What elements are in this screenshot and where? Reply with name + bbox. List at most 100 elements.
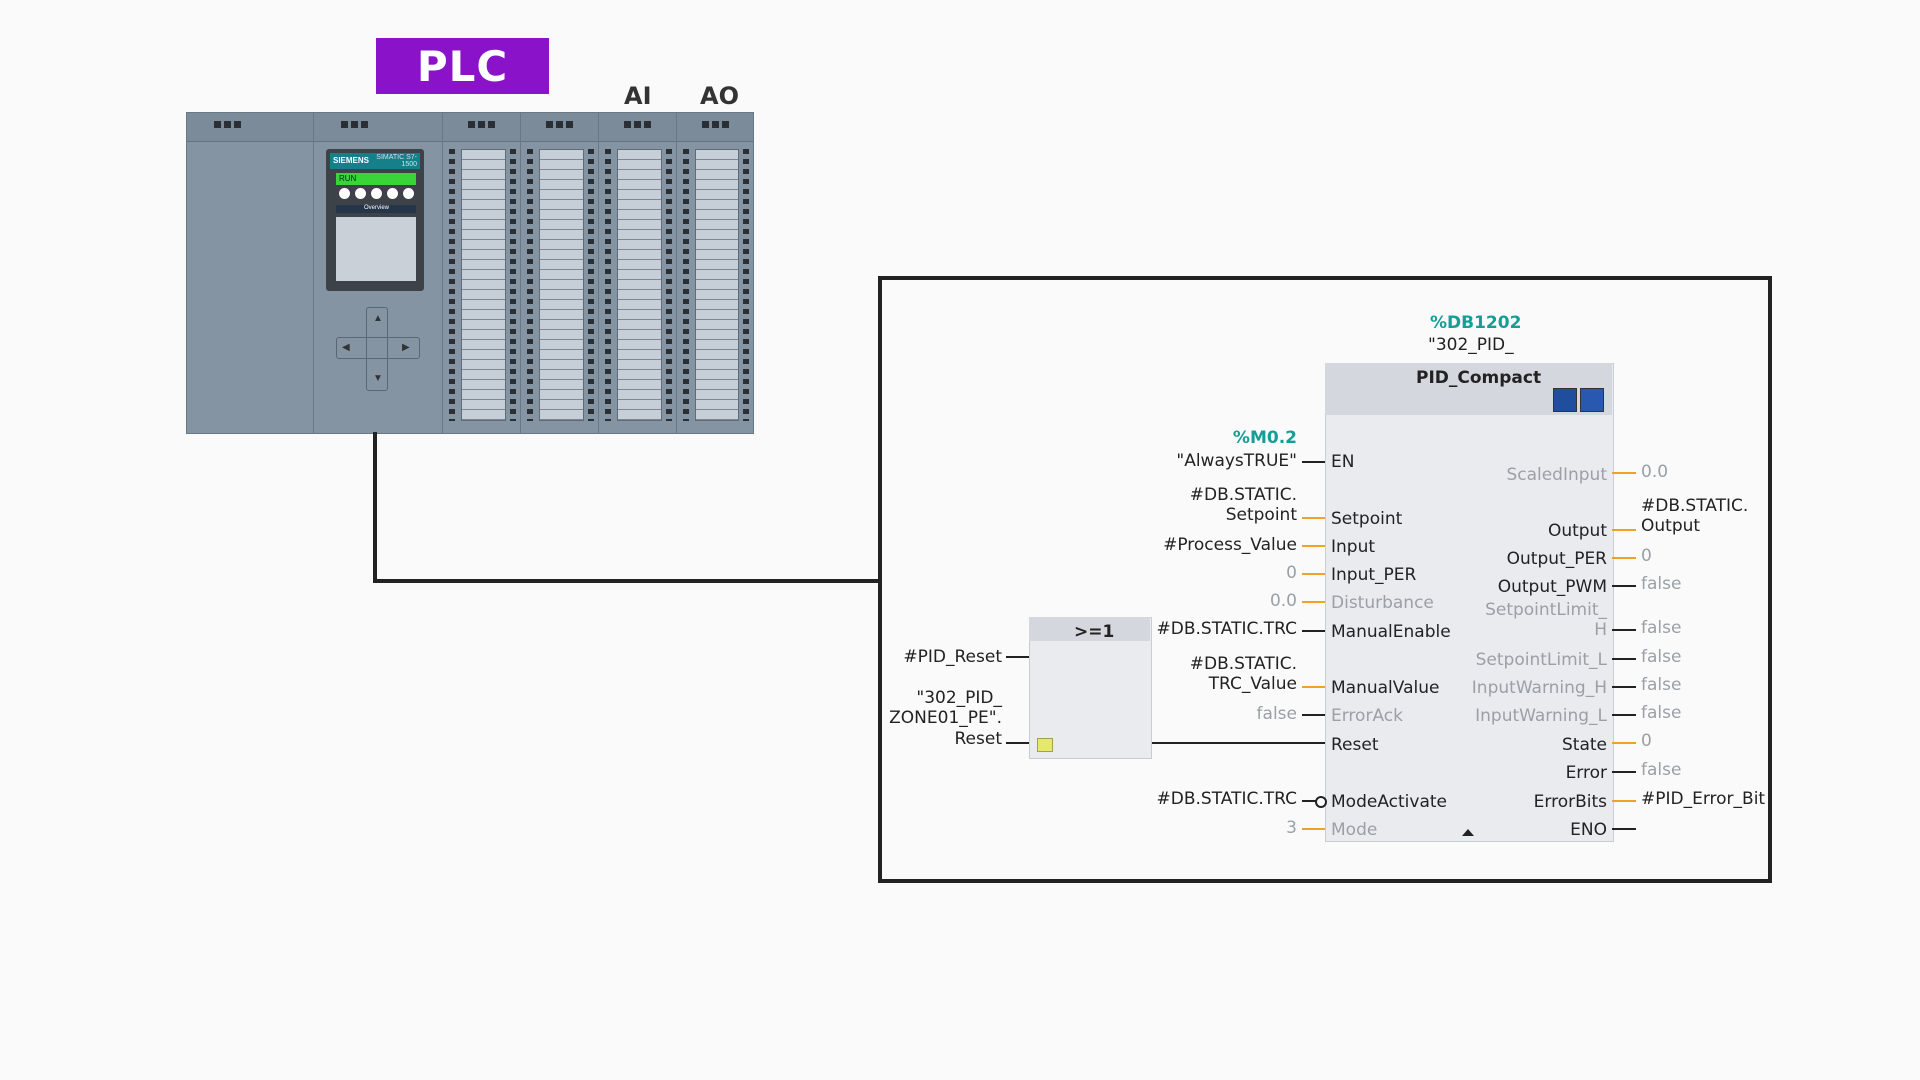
or-gate-header xyxy=(1029,617,1150,641)
operand-error[interactable]: false xyxy=(1641,760,1682,780)
wire-error-bits xyxy=(1612,800,1636,802)
wire-or-in2 xyxy=(1006,742,1029,744)
pin-reset: Reset xyxy=(1331,735,1379,755)
pin-scaled-input: ScaledInput xyxy=(1506,465,1607,485)
operand-setpoint-limit-l[interactable]: false xyxy=(1641,647,1682,667)
operand-disturbance[interactable]: 0.0 xyxy=(1269,591,1297,611)
commissioning-icon[interactable] xyxy=(1553,388,1577,412)
wire-error xyxy=(1612,771,1636,773)
ao-module-label: AO xyxy=(700,82,739,110)
wire-en xyxy=(1302,461,1325,463)
pin-eno: ENO xyxy=(1570,820,1607,840)
cpu-screen xyxy=(336,217,416,281)
operand-output-line2[interactable]: Output xyxy=(1641,516,1701,536)
pin-input-warning-h: InputWarning_H xyxy=(1471,678,1607,698)
pin-setpoint-limit-h-line1: SetpointLimit_ xyxy=(1485,600,1607,620)
wire-input xyxy=(1302,545,1325,547)
siemens-logo: SIEMENS xyxy=(333,156,370,165)
operand-manual-value-line1[interactable]: #DB.STATIC. xyxy=(1189,654,1297,674)
wire-output-pwm xyxy=(1612,585,1636,587)
wire-scaled-input xyxy=(1612,472,1636,474)
cpu-model-label: SIMATIC S7-1500 xyxy=(376,154,417,168)
plc-label: PLC xyxy=(376,38,549,94)
operand-input-warning-l[interactable]: false xyxy=(1641,703,1682,723)
operand-zone-reset-line1[interactable]: "302_PID_ xyxy=(916,688,1002,708)
wire-or-to-reset xyxy=(1150,742,1325,744)
wire-setpoint-limit-l xyxy=(1612,658,1636,660)
pin-error-ack: ErrorAck xyxy=(1331,706,1403,726)
wire-mode-activate xyxy=(1302,800,1316,802)
wire-input-per xyxy=(1302,573,1325,575)
or-gate-title: >=1 xyxy=(1074,622,1115,642)
pin-manual-enable: ManualEnable xyxy=(1331,622,1451,642)
cpu-module: SIEMENS SIMATIC S7-1500 RUN Overview ▲ xyxy=(313,112,443,434)
cpu-dpad: ▲ ▼ ◀ ▶ xyxy=(336,307,420,391)
operand-output-per[interactable]: 0 xyxy=(1641,546,1652,566)
wire-setpoint xyxy=(1302,517,1325,519)
operand-mode-activate[interactable]: #DB.STATIC.TRC xyxy=(1156,789,1297,809)
pid-block-title: PID_Compact xyxy=(1416,368,1542,388)
pin-error-bits: ErrorBits xyxy=(1533,792,1607,812)
arrow-down-icon: ▼ xyxy=(373,373,383,384)
wire-eno xyxy=(1612,828,1636,830)
arrow-right-icon: ▶ xyxy=(402,342,410,353)
operand-pid-reset[interactable]: #PID_Reset xyxy=(903,647,1002,667)
plc-rack: SIEMENS SIMATIC S7-1500 RUN Overview ▲ xyxy=(186,112,754,434)
pin-mode: Mode xyxy=(1331,820,1378,840)
pin-disturbance: Disturbance xyxy=(1331,593,1434,613)
operand-mode[interactable]: 3 xyxy=(1286,818,1297,838)
cpu-menu-label: Overview xyxy=(364,205,390,211)
cpu-display: SIEMENS SIMATIC S7-1500 RUN Overview xyxy=(326,149,424,291)
plc-connector-vertical xyxy=(373,432,377,583)
operand-manual-value-line2[interactable]: TRC_Value xyxy=(1208,674,1297,694)
or-gate-expand-icon[interactable] xyxy=(1037,738,1053,752)
wire-state xyxy=(1612,742,1636,744)
operand-setpoint-limit-h[interactable]: false xyxy=(1641,618,1682,638)
pin-setpoint: Setpoint xyxy=(1331,509,1403,529)
pid-compact-block[interactable] xyxy=(1325,363,1614,842)
operand-input[interactable]: #Process_Value xyxy=(1163,535,1297,555)
wire-or-in1 xyxy=(1006,656,1029,658)
arrow-up-icon: ▲ xyxy=(373,313,383,324)
wire-disturbance xyxy=(1302,601,1325,603)
pin-manual-value: ManualValue xyxy=(1331,678,1440,698)
operand-manual-enable[interactable]: #DB.STATIC.TRC xyxy=(1156,619,1297,639)
expand-arrow-icon[interactable] xyxy=(1462,829,1474,836)
operand-error-bits[interactable]: #PID_Error_Bit xyxy=(1641,789,1766,809)
io-module-1 xyxy=(442,112,521,434)
configuration-icon[interactable] xyxy=(1580,388,1604,412)
wire-input-warning-h xyxy=(1612,686,1636,688)
operand-input-per[interactable]: 0 xyxy=(1286,563,1297,583)
operand-state[interactable]: 0 xyxy=(1641,731,1652,751)
operand-en-address: %M0.2 xyxy=(1232,428,1297,448)
pid-db-address: %DB1202 xyxy=(1430,313,1522,333)
operand-error-ack[interactable]: false xyxy=(1256,704,1297,724)
operand-zone-reset-line3[interactable]: Reset xyxy=(954,729,1003,749)
pin-state: State xyxy=(1562,735,1607,755)
operand-setpoint-line2[interactable]: Setpoint xyxy=(1225,505,1297,525)
pin-en: EN xyxy=(1331,452,1355,472)
wire-output xyxy=(1612,529,1636,531)
operand-setpoint-line1[interactable]: #DB.STATIC. xyxy=(1189,485,1297,505)
wire-mode xyxy=(1302,828,1325,830)
pin-input-per: Input_PER xyxy=(1331,565,1417,585)
wire-manual-value xyxy=(1302,686,1325,688)
operand-zone-reset-line2[interactable]: ZONE01_PE". xyxy=(889,708,1002,728)
ao-module xyxy=(676,112,754,434)
pin-mode-activate: ModeActivate xyxy=(1331,792,1447,812)
operand-scaled-input[interactable]: 0.0 xyxy=(1641,462,1669,482)
cpu-icon-row xyxy=(336,188,416,202)
ai-module-label: AI xyxy=(624,82,652,110)
run-status: RUN xyxy=(336,173,416,185)
operand-input-warning-h[interactable]: false xyxy=(1641,675,1682,695)
operand-output-line1[interactable]: #DB.STATIC. xyxy=(1641,496,1749,516)
pin-output-pwm: Output_PWM xyxy=(1497,577,1607,597)
pin-output-per: Output_PER xyxy=(1506,549,1607,569)
pid-db-name: "302_PID_ xyxy=(1428,335,1514,355)
ai-module xyxy=(598,112,677,434)
operand-en-name[interactable]: "AlwaysTRUE" xyxy=(1176,451,1297,471)
pin-input: Input xyxy=(1331,537,1376,557)
wire-manual-enable xyxy=(1302,630,1325,632)
operand-output-pwm[interactable]: false xyxy=(1641,574,1682,594)
pin-input-warning-l: InputWarning_L xyxy=(1475,706,1607,726)
